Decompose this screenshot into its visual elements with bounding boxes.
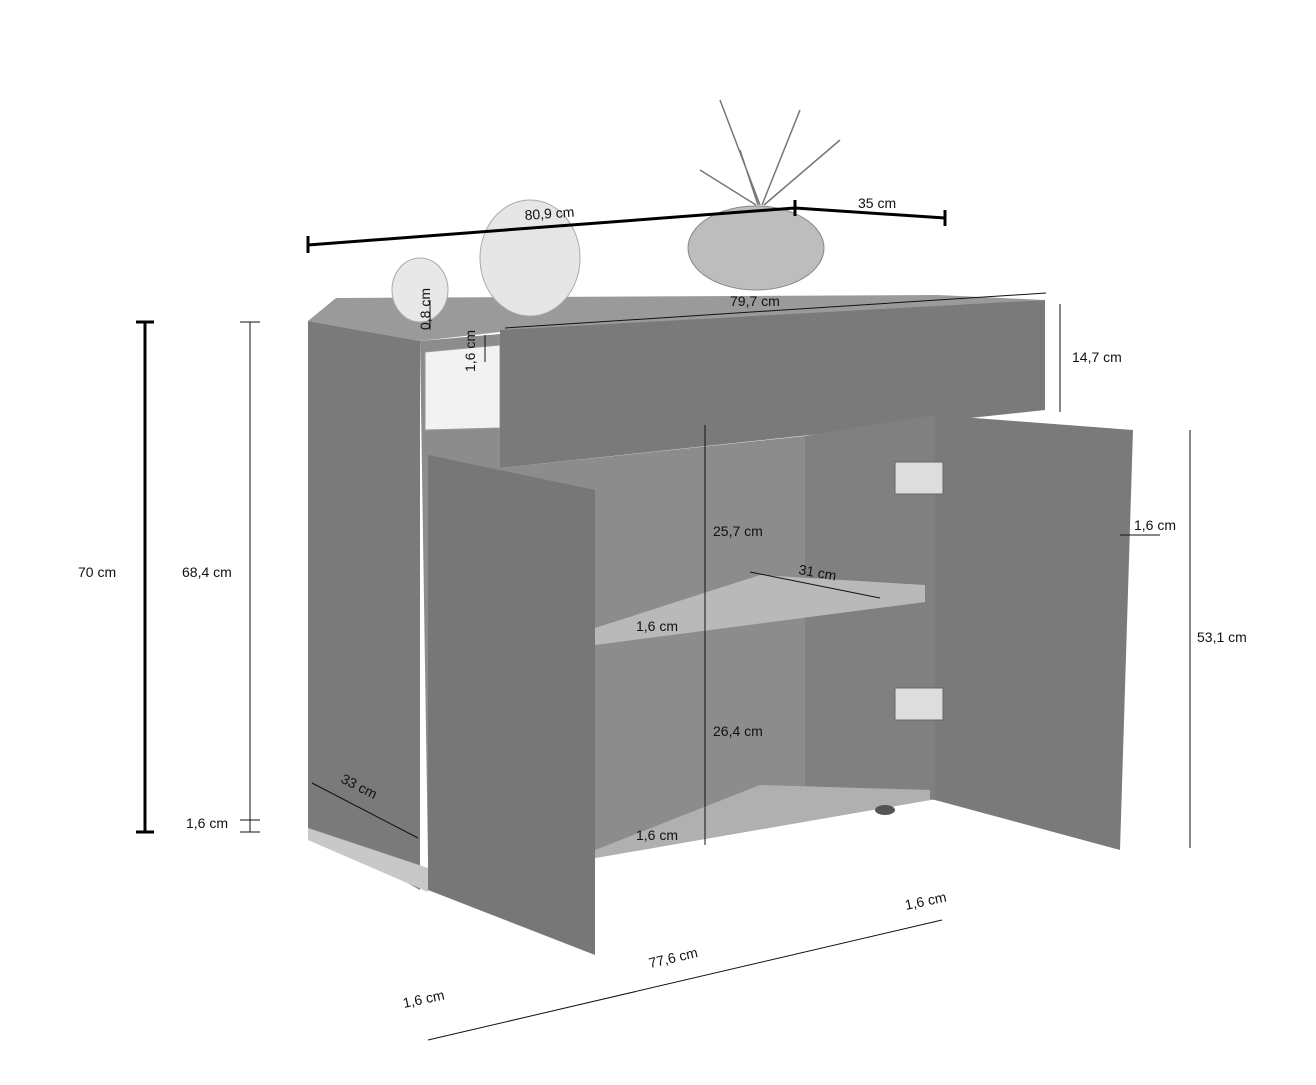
decor-vases <box>391 99 841 323</box>
label-door-thickness: 1,6 cm <box>1134 517 1176 533</box>
label-overall-height: 70 cm <box>78 564 116 580</box>
label-drawer-height: 14,7 cm <box>1072 349 1122 365</box>
label-body-height: 68,4 cm <box>182 564 232 580</box>
label-top-gap: 0,8 cm <box>417 288 433 330</box>
left-door <box>428 455 595 955</box>
label-door-height: 53,1 cm <box>1197 629 1247 645</box>
label-bottom-thickness: 1,6 cm <box>636 827 678 843</box>
hinge-bottom <box>894 687 944 721</box>
left-side-panel <box>308 321 420 890</box>
hinge-top <box>894 461 944 495</box>
top-surface <box>308 295 1045 341</box>
label-upper-compartment: 25,7 cm <box>713 523 763 539</box>
label-shelf-thickness: 1,6 cm <box>636 618 678 634</box>
plinth <box>308 828 428 892</box>
cabinet <box>308 295 1133 955</box>
label-overall-depth: 35 cm <box>858 195 896 211</box>
vase-ribbed <box>687 205 825 291</box>
label-overall-width: 80,9 cm <box>524 204 575 223</box>
right-door <box>935 415 1133 850</box>
shelf <box>595 575 925 645</box>
label-right-side: 1,6 cm <box>903 889 947 913</box>
vase-small <box>391 257 449 323</box>
label-left-side: 1,6 cm <box>401 987 445 1011</box>
dimension-lines <box>136 200 1191 1041</box>
label-top-width: 79,7 cm <box>730 293 780 309</box>
label-drawer-panel: 1,6 cm <box>462 330 478 372</box>
label-inner-width: 77,6 cm <box>647 944 699 971</box>
drawer-front <box>500 300 1045 468</box>
dried-branches <box>699 99 841 206</box>
label-lower-compartment: 26,4 cm <box>713 723 763 739</box>
label-plinth: 1,6 cm <box>186 815 228 831</box>
foot <box>875 805 895 815</box>
label-shelf-depth: 31 cm <box>797 561 837 583</box>
bottom-panel <box>595 785 930 858</box>
